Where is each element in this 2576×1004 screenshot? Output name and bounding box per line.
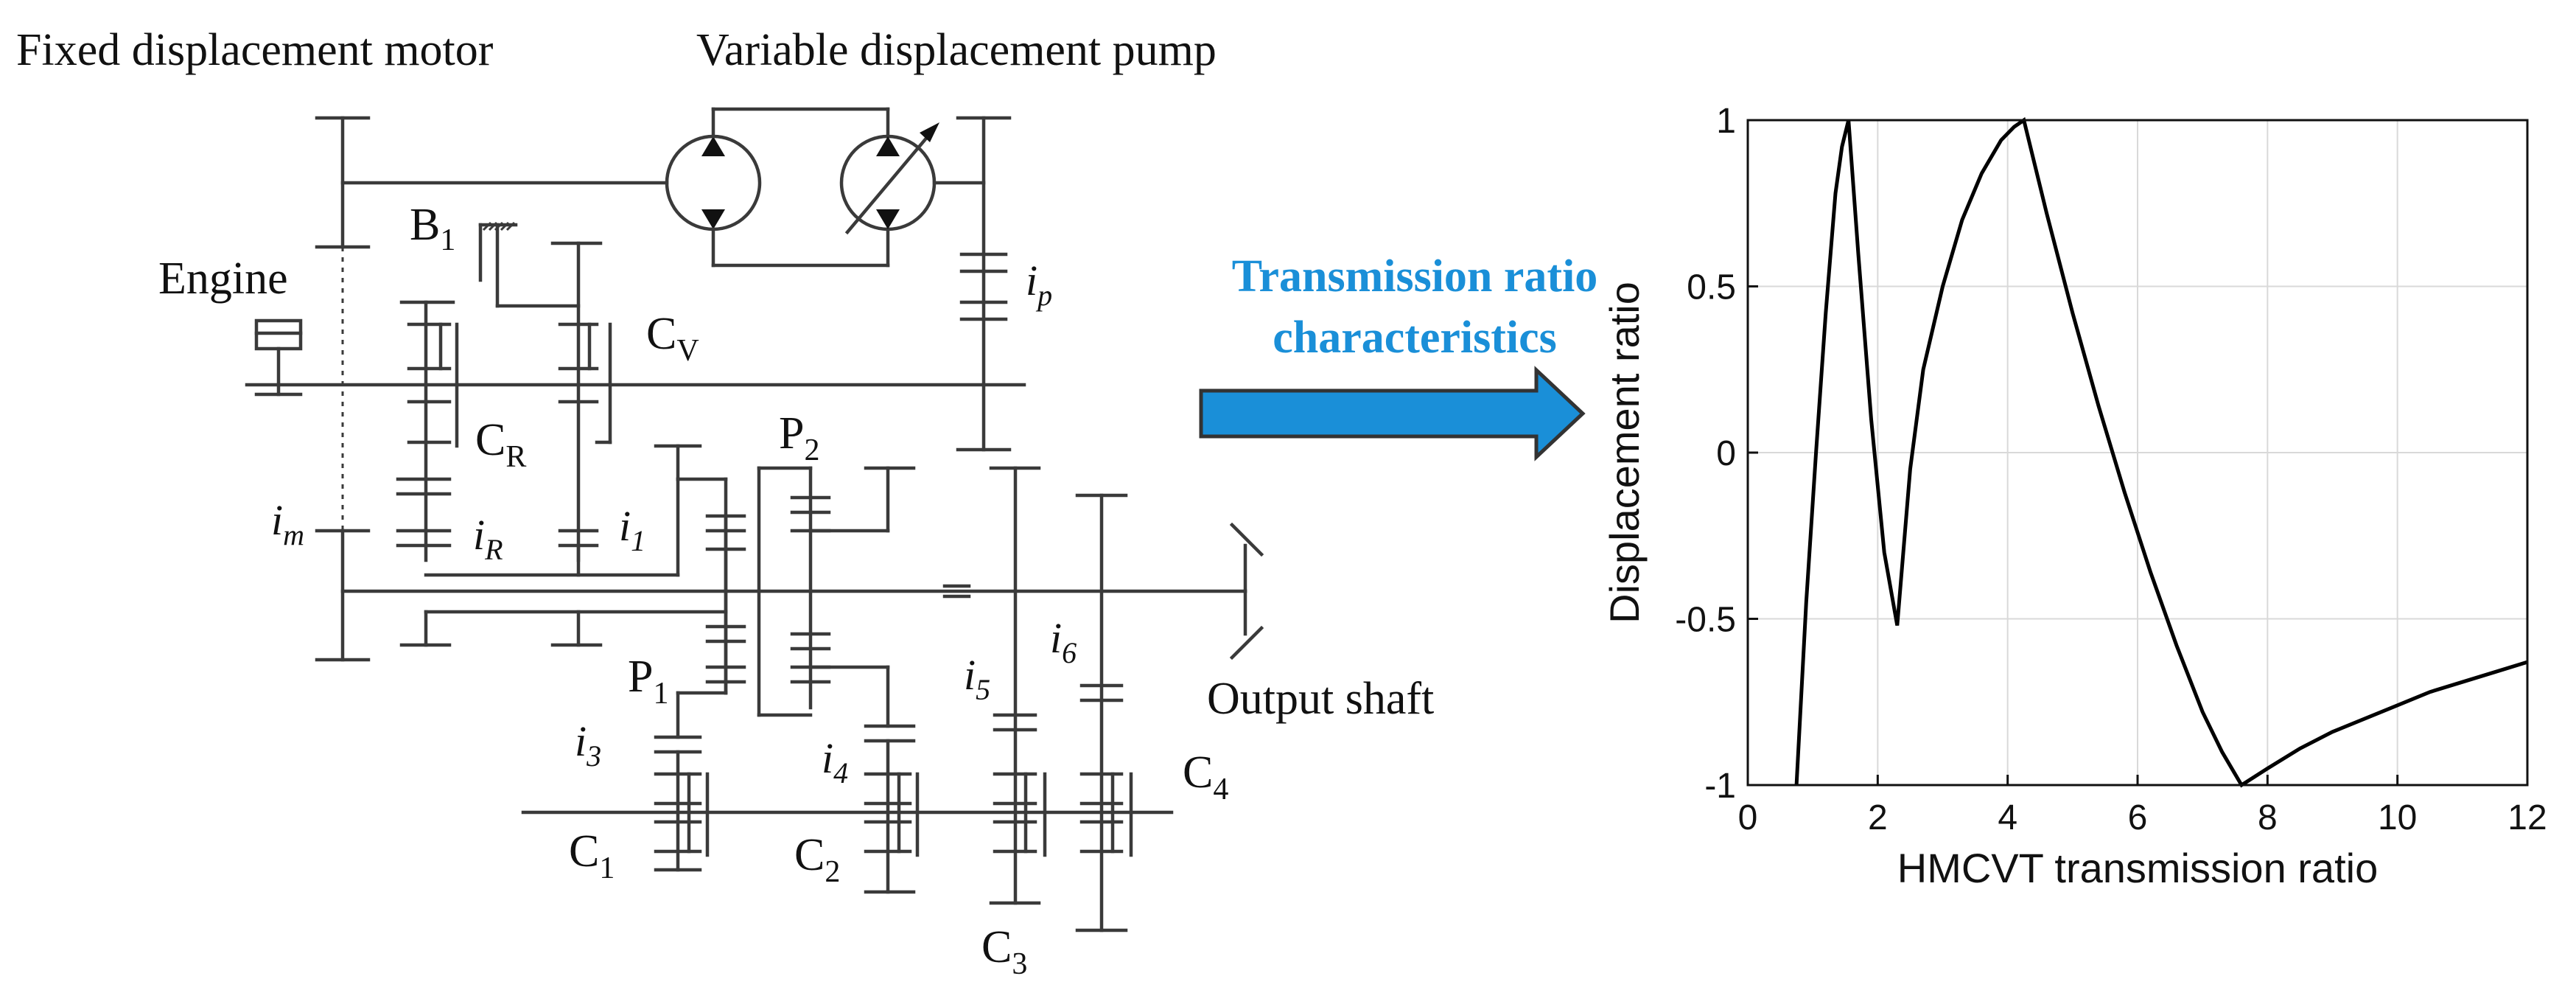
- y-axis-label: Displacement ratio: [1601, 282, 1648, 624]
- x-tick-label: 10: [2378, 798, 2417, 837]
- x-tick-label: 2: [1868, 798, 1888, 837]
- displacement-ratio-chart: 0 2 4 6 8 10 12 -1 -0.5 0 0.5 1 HMCVT transmission …: [1601, 102, 2547, 891]
- motor-label: Fixed displacement motor: [16, 25, 494, 75]
- x-axis-label: HMCVT transmission ratio: [1897, 845, 2378, 891]
- variable-pump-symbol: [839, 122, 986, 235]
- chart-ticks: 0 2 4 6 8 10 12 -1 -0.5 0 0.5 1: [1675, 102, 2547, 837]
- motor-shaft: [315, 116, 669, 662]
- hydraulic-lines: [711, 107, 890, 268]
- hydraulic-motor-symbol: [665, 134, 762, 231]
- c3-clutch: [989, 772, 1047, 905]
- c3-label: C3: [981, 922, 1027, 981]
- c2-clutch: [864, 739, 920, 894]
- p2-label: P2: [779, 408, 819, 467]
- cv-label: CV: [646, 309, 699, 368]
- engine-label: Engine: [158, 254, 288, 304]
- y-tick-label: 1: [1716, 102, 1736, 141]
- ratio-arrow: Transmission ratio characteristics: [1199, 251, 1598, 461]
- arrow-title-line2: characteristics: [1273, 313, 1557, 363]
- output-shaft-label: Output shaft: [1207, 674, 1434, 724]
- shaft-coupler: [942, 584, 971, 599]
- chart-grid: [1748, 120, 2527, 785]
- pump-shaft: [956, 116, 1012, 452]
- output-bevel-d: [1229, 625, 1264, 660]
- c4-label: C4: [1183, 747, 1228, 806]
- gear-i5-shaft: [989, 466, 1041, 905]
- i3-label: i3: [575, 717, 601, 773]
- y-tick-label: 0.5: [1687, 268, 1736, 307]
- i1-label: i1: [619, 502, 645, 557]
- b1-brake: [478, 221, 581, 308]
- output-bevel-b: [1229, 522, 1264, 557]
- intermediate-shaft: [424, 444, 728, 695]
- c1-label: C1: [569, 826, 615, 885]
- ir-label: iR: [473, 511, 503, 566]
- x-tick-label: 8: [2258, 798, 2278, 837]
- planetary-set-p1: [654, 514, 746, 754]
- y-tick-label: 0: [1716, 434, 1736, 473]
- transmission-schematic: Fixed displacement motor Variable displa…: [16, 25, 1434, 981]
- planetary-set-p2: [757, 466, 916, 743]
- i6-label: i6: [1050, 614, 1077, 669]
- x-tick-label: 12: [2507, 798, 2547, 837]
- c1-clutch: [654, 750, 710, 872]
- cr-clutch: [396, 300, 459, 562]
- x-tick-label: 0: [1738, 798, 1758, 837]
- arrow-title-line1: Transmission ratio: [1232, 251, 1598, 301]
- b1-label: B1: [410, 200, 455, 257]
- x-tick-label: 6: [2128, 798, 2148, 837]
- i5-label: i5: [964, 651, 990, 706]
- x-tick-label: 4: [1998, 798, 2017, 837]
- ip-label: ip: [1026, 257, 1052, 312]
- cv-clutch: [550, 241, 612, 577]
- right-arrow-icon: [1199, 366, 1586, 461]
- c2-label: C2: [794, 830, 840, 889]
- gear-i6-shaft: [1075, 493, 1128, 932]
- i4-label: i4: [822, 734, 848, 789]
- cr-label: CR: [475, 415, 526, 474]
- y-tick-label: -1: [1704, 767, 1736, 806]
- c4-clutch: [1075, 772, 1133, 932]
- y-tick-label: -0.5: [1675, 601, 1736, 640]
- engine-symbol: [254, 318, 303, 397]
- im-label: im: [271, 496, 304, 551]
- p1-label: P1: [628, 652, 668, 711]
- lower-carrier: [399, 610, 728, 647]
- pump-label: Variable displacement pump: [696, 25, 1217, 75]
